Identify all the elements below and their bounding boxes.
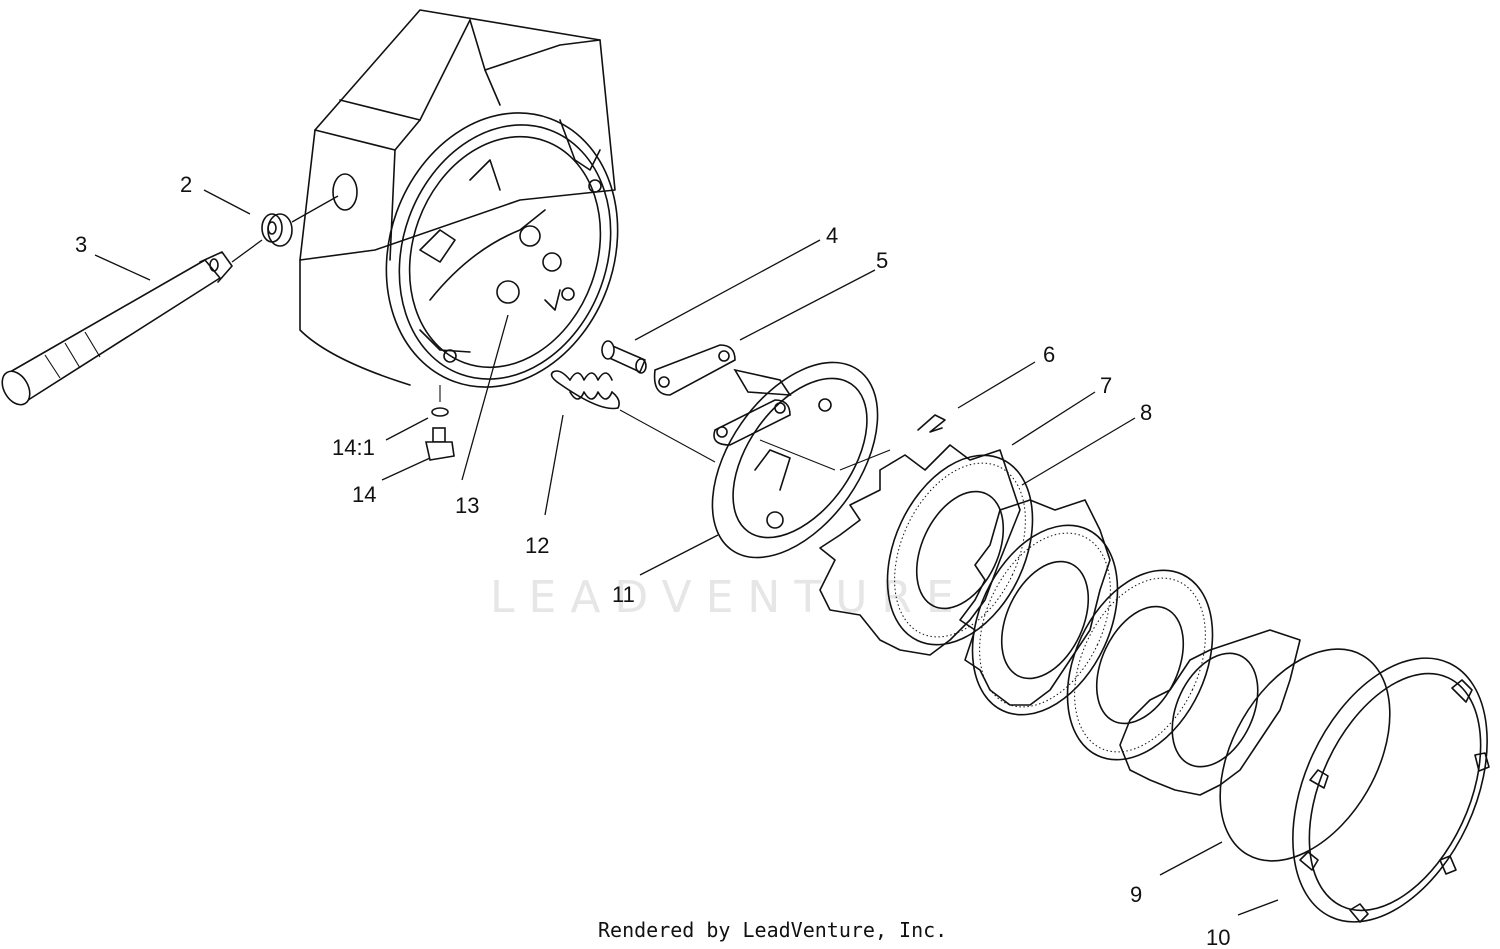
part-14-fitting bbox=[425, 385, 455, 461]
callout-14: 14 bbox=[352, 482, 376, 507]
assembly-centerline-2 bbox=[759, 439, 891, 471]
part-4-pin bbox=[601, 340, 647, 374]
callout-8: 8 bbox=[1140, 400, 1152, 425]
callout-4: 4 bbox=[826, 223, 838, 248]
part-9-seal-ring bbox=[1219, 648, 1391, 862]
part-3-shaft bbox=[1, 239, 263, 406]
callout-14-1: 14:1 bbox=[332, 435, 375, 460]
part-11-actuator bbox=[711, 361, 879, 559]
part-13-housing bbox=[299, 9, 619, 388]
watermark-text: LEADVENTURE bbox=[490, 572, 968, 623]
part-5-links bbox=[653, 344, 792, 446]
callout-2: 2 bbox=[180, 172, 192, 197]
part-2-bushing bbox=[261, 195, 339, 247]
callout-12: 12 bbox=[525, 533, 549, 558]
callout-7: 7 bbox=[1100, 373, 1112, 398]
render-credit: Rendered by LeadVenture, Inc. bbox=[598, 918, 947, 942]
callout-11: 11 bbox=[612, 582, 635, 607]
callout-5: 5 bbox=[876, 248, 888, 273]
leader-lines bbox=[94, 189, 1279, 916]
callout-9: 9 bbox=[1130, 882, 1142, 907]
callout-10: 10 bbox=[1206, 925, 1230, 949]
part-6-clip bbox=[917, 414, 946, 433]
callout-13: 13 bbox=[455, 493, 479, 518]
callout-labels: 2 3 4 5 6 7 8 9 10 11 12 13 14 14:1 bbox=[75, 172, 1230, 949]
part-7-8-disc-stack bbox=[819, 444, 1301, 796]
assembly-centerline bbox=[619, 409, 716, 463]
callout-6: 6 bbox=[1043, 342, 1055, 367]
part-12-spring bbox=[550, 370, 620, 410]
part-10-cover bbox=[1292, 657, 1490, 923]
callout-3: 3 bbox=[75, 232, 87, 257]
